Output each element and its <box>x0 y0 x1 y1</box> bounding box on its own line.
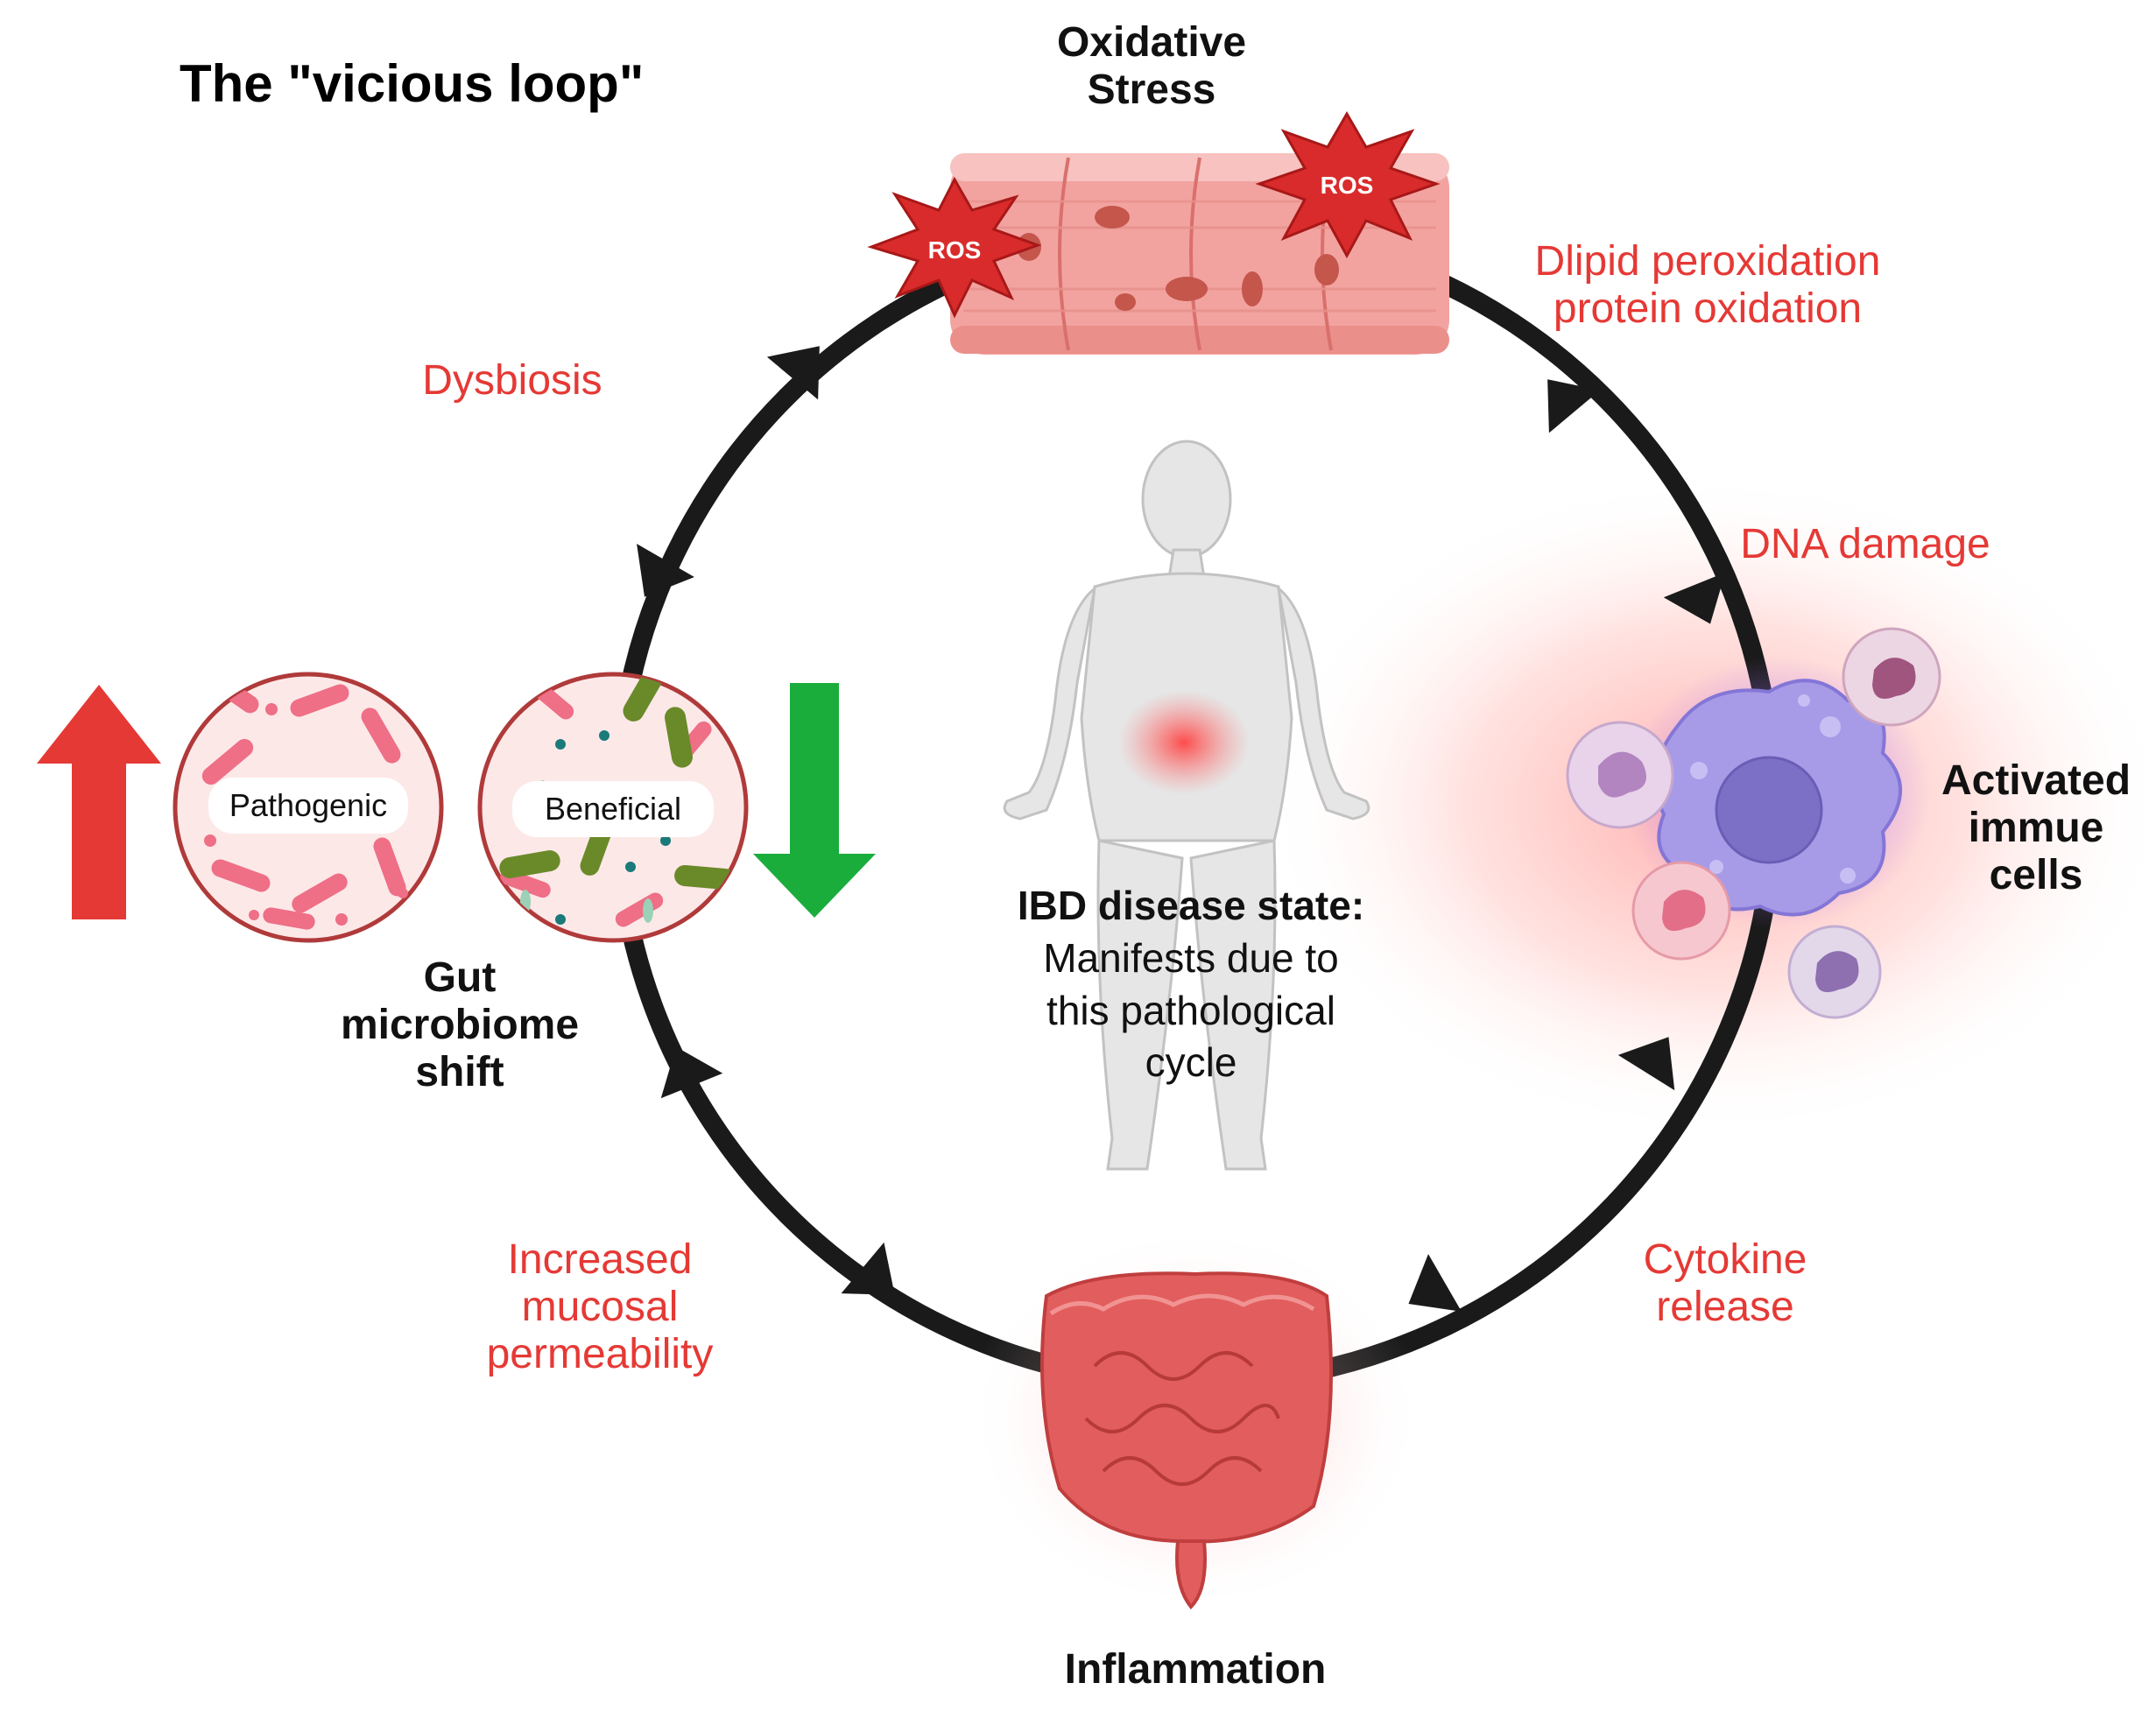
ibd-heading: IBD disease state: <box>1017 883 1365 928</box>
ros-label-left: ROS <box>927 236 982 264</box>
beneficial-label: Beneficial <box>512 781 714 837</box>
node-gut-microbiome-shift: Gut microbiome shift <box>315 954 604 1095</box>
effect-dysbiosis: Dysbiosis <box>422 357 602 404</box>
arrowhead-peroxidation-up <box>1547 379 1601 433</box>
loop-arrowheads <box>637 346 1726 1312</box>
node-oxidative-stress-line2: Stress <box>1087 66 1216 113</box>
node-immune-line3: cells <box>1989 851 2083 898</box>
node-immune-line2: immue <box>1968 804 2104 851</box>
effect-dna-damage: DNA damage <box>1740 521 1990 567</box>
pathogenic-increase-arrow <box>37 685 161 919</box>
node-oxidative-stress-line1: Oxidative <box>1056 19 1247 66</box>
arrowhead-dysbiosis-up <box>766 346 820 400</box>
node-gut-line1: Gut <box>423 954 497 1001</box>
immune-cells-illustration <box>1566 627 1941 1019</box>
ros-burst-right <box>1255 111 1441 259</box>
effect-cytokine-line2: release <box>1656 1283 1794 1330</box>
node-gut-line3: shift <box>415 1048 504 1095</box>
effect-permeability-line1: Increased <box>507 1236 693 1283</box>
node-immune-line1: Activated <box>1941 757 2131 804</box>
effect-peroxidation-line1: Dlipid peroxidation <box>1534 238 1881 285</box>
effect-permeability-line3: permeability <box>486 1330 714 1377</box>
node-inflammation: Inflammation <box>1064 1646 1327 1693</box>
arrowhead-dna-damage <box>1663 572 1726 624</box>
ibd-line2: this pathological <box>1046 987 1335 1033</box>
diagram-title: The "vicious loop" <box>180 54 645 113</box>
intestines-illustration <box>1040 1271 1333 1609</box>
arrowhead-cytokine-up <box>1617 1037 1675 1091</box>
beneficial-decrease-arrow <box>753 683 876 918</box>
arrowhead-cytokine-down <box>1408 1254 1462 1312</box>
ibd-disease-state: IBD disease state: Manifests due to this… <box>998 880 1384 1089</box>
node-activated-immune-cells: Activated immue cells <box>1927 757 2145 898</box>
effect-cytokine-release: Cytokine release <box>1607 1236 1843 1331</box>
arrowhead-dysbiosis-down <box>637 544 694 597</box>
effect-permeability-line2: mucosal <box>521 1283 679 1330</box>
node-gut-line2: microbiome <box>340 1001 580 1048</box>
effect-peroxidation: Dlipid peroxidation protein oxidation <box>1489 238 1927 333</box>
effect-peroxidation-line2: protein oxidation <box>1553 285 1863 332</box>
ros-burst-left <box>867 176 1042 319</box>
arrowhead-permeability-down <box>841 1242 895 1295</box>
ibd-line3: cycle <box>1145 1039 1237 1086</box>
arrowhead-permeability-up <box>660 1046 723 1099</box>
belly-inflammation-glow <box>1118 690 1250 795</box>
effect-cytokine-line1: Cytokine <box>1643 1236 1807 1283</box>
pathogenic-label: Pathogenic <box>208 778 408 834</box>
ros-label-right: ROS <box>1320 172 1374 199</box>
node-oxidative-stress: Oxidative Stress <box>1046 19 1257 114</box>
ibd-line1: Manifests due to <box>1043 934 1339 981</box>
effect-mucosal-permeability: Increased mucosal permeability <box>455 1236 744 1377</box>
